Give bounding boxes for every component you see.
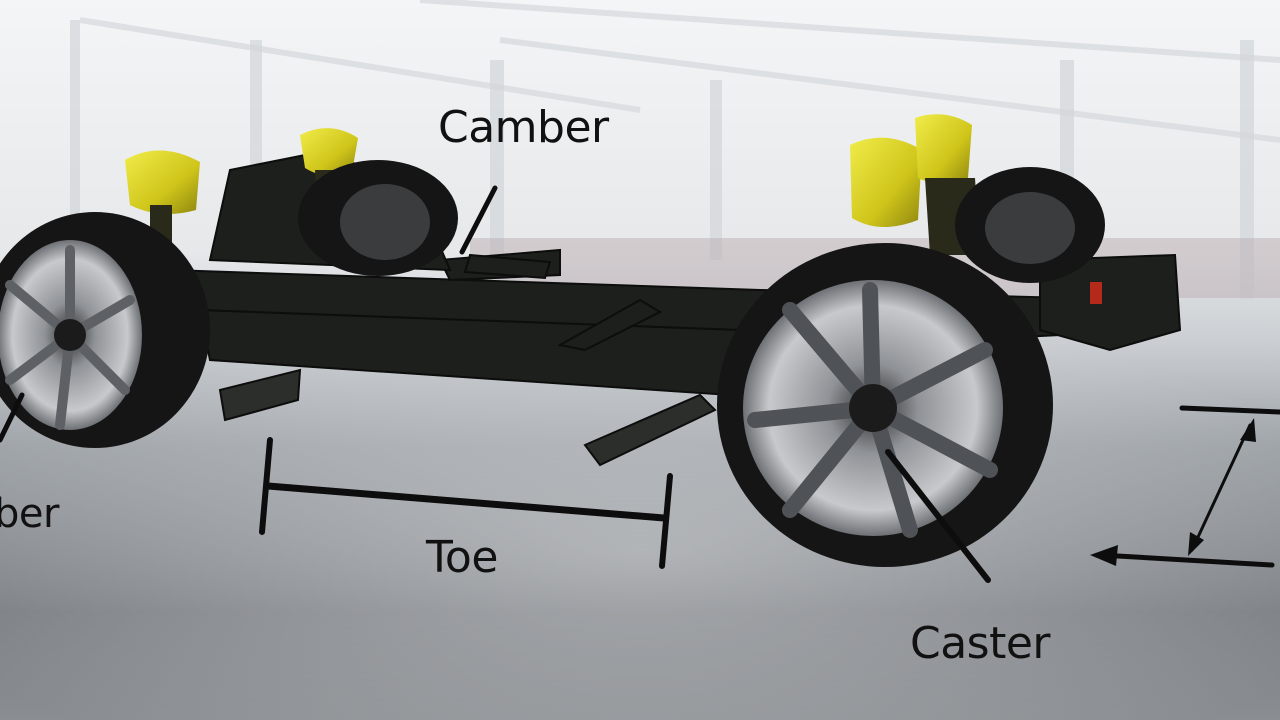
caster-label: Caster (910, 618, 1051, 669)
caster-arrowhead-down (1188, 532, 1204, 556)
front-left-wheel (717, 243, 1053, 567)
marker-light (1090, 282, 1102, 304)
camber-pointer-line (459, 185, 498, 255)
caster-arrowhead-left (1090, 545, 1118, 566)
annotation-lines (0, 185, 1280, 583)
front-right-wheel (955, 167, 1105, 283)
caster-pointer-line (885, 449, 991, 583)
garage-ceiling (79, 0, 1280, 143)
rear-left-wheel (0, 212, 210, 448)
rear-camber-pointer-line (0, 392, 25, 443)
toe-bracket-line (264, 482, 668, 522)
toe-bracket-right (659, 473, 673, 569)
arrowheads (1090, 418, 1256, 566)
camber-label: Camber (438, 102, 609, 153)
rear-camber-label-partial: ber (0, 491, 59, 537)
toe-label: Toe (426, 532, 498, 583)
caster-top-line (1179, 405, 1280, 415)
caster-arrowhead-up (1240, 418, 1256, 442)
rear-right-wheel (298, 160, 458, 276)
caster-diagonal-arrow (1190, 423, 1252, 552)
caster-bottom-line (1097, 552, 1275, 568)
